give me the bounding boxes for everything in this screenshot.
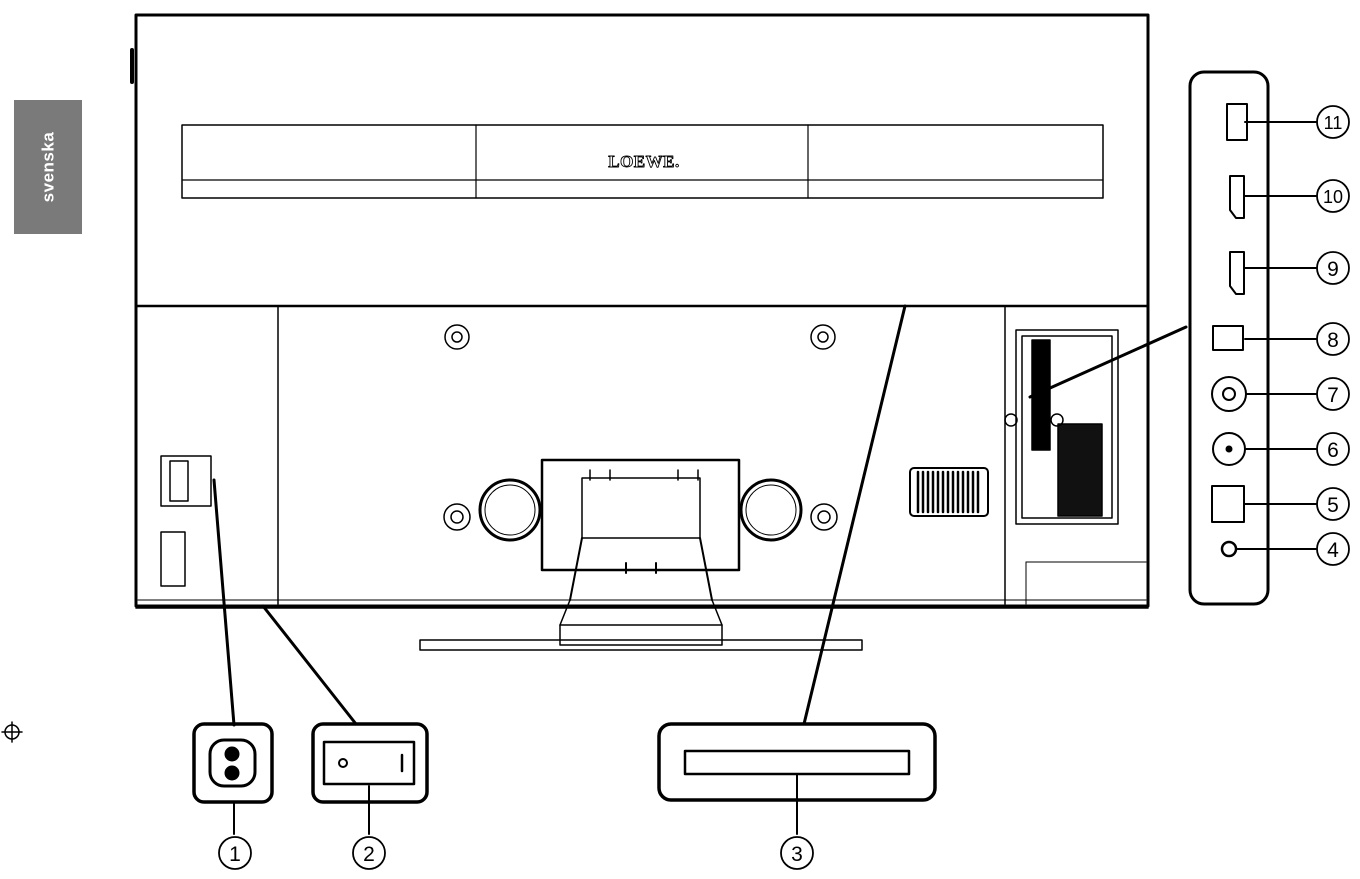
callout-7: 7	[1327, 384, 1339, 407]
callout-8: 8	[1327, 329, 1339, 352]
callout-circle	[1316, 322, 1350, 356]
callout-11: 11	[1324, 113, 1343, 133]
speaker-ring	[478, 478, 803, 542]
callout-circle	[218, 836, 252, 870]
registration-mark	[1, 721, 23, 743]
leader-lines	[212, 304, 1188, 727]
callout-circle	[1316, 487, 1350, 521]
callout-circle	[1316, 251, 1350, 285]
callout-circle	[780, 836, 814, 870]
detail-power-socket	[192, 722, 274, 804]
power-inlet-area	[160, 455, 212, 587]
callout-5: 5	[1327, 494, 1339, 517]
tv-rear-panel	[130, 13, 1150, 609]
callout-3: 3	[791, 843, 803, 866]
callout-circle	[1316, 377, 1350, 411]
callout-circle	[1316, 532, 1350, 566]
language-tab: svenska	[14, 100, 82, 234]
stand	[419, 458, 863, 651]
mount-screw	[443, 324, 838, 531]
callout-4: 4	[1327, 539, 1339, 562]
callout-circle	[1316, 179, 1350, 213]
callout-1: 1	[229, 843, 241, 866]
brand-logo: LOEWE.	[608, 152, 680, 171]
callout-6: 6	[1327, 439, 1339, 462]
callout-9: 9	[1327, 258, 1339, 281]
top-panel	[181, 124, 1104, 199]
connector-bay	[1004, 329, 1119, 525]
callout-10: 10	[1323, 187, 1343, 207]
callout-circle	[1316, 105, 1350, 139]
callout-2: 2	[363, 843, 375, 866]
vent-grille	[909, 467, 989, 517]
callout-circle	[1316, 432, 1350, 466]
callout-circle	[352, 836, 386, 870]
